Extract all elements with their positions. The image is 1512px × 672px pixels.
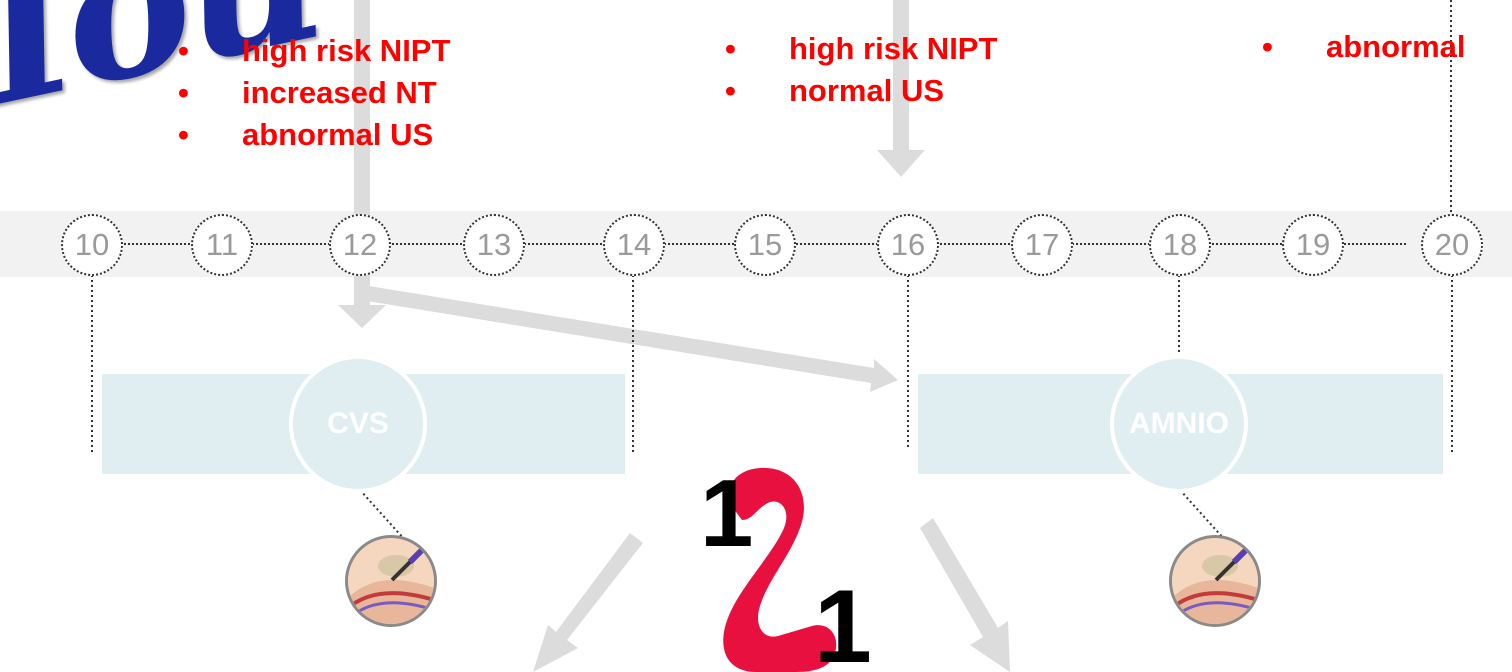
leader-amnio-illustration — [1179, 489, 1226, 541]
arrow-result-left — [533, 533, 643, 672]
bullet-icon: • — [725, 73, 736, 108]
week-circle-13: 13 — [463, 214, 525, 276]
amnio-procedure-circle: AMNIO — [1110, 355, 1248, 493]
week-circle-15: 15 — [734, 214, 796, 276]
list-item-text: high risk NIPT — [242, 33, 451, 68]
list-item-text: abnormal US — [242, 117, 434, 152]
bullet-icon: • — [178, 117, 189, 152]
list-item-text: abnormal — [1326, 29, 1466, 64]
arrow-result-right — [920, 518, 1010, 672]
amnio-late-indications-list: • abnormal — [1262, 26, 1466, 68]
week-circle-19: 19 — [1282, 214, 1344, 276]
bullet-icon: • — [1262, 29, 1273, 64]
amnio-early-indications-list: • high risk NIPT • normal US — [725, 28, 997, 112]
amnio-label: AMNIO — [1129, 407, 1229, 440]
bullet-icon: • — [178, 75, 189, 110]
list-item: • high risk NIPT — [725, 28, 997, 70]
result-mark-digit-1: 1 — [700, 460, 753, 567]
week-circle-20: 20 — [1421, 214, 1483, 276]
list-item-text: high risk NIPT — [789, 31, 998, 66]
leader-cvs-illustration — [359, 489, 406, 541]
result-mark-digit-hidden: 2 — [0, 0, 1, 1]
list-item-text: normal US — [789, 73, 945, 108]
list-item-text: increased NT — [242, 75, 437, 110]
arrow-cvs-head — [338, 305, 386, 328]
list-item: • abnormal — [1262, 26, 1466, 68]
arrow-amnio-early-shaft — [893, 0, 909, 150]
bullet-icon: • — [178, 33, 189, 68]
cvs-syringe-icon — [345, 535, 437, 627]
cvs-procedure-circle: CVS — [289, 355, 427, 493]
arrow-amnio-early-head — [877, 150, 925, 177]
week-circle-11: 11 — [191, 214, 253, 276]
list-item: • high risk NIPT — [178, 30, 450, 72]
week-circle-17: 17 — [1011, 214, 1073, 276]
syringe-illustration — [1172, 538, 1258, 624]
week-circle-16: 16 — [877, 214, 939, 276]
week-circle-12: 12 — [329, 214, 391, 276]
list-item: • normal US — [725, 70, 997, 112]
result-mark-2 — [723, 467, 837, 672]
cvs-label: CVS — [327, 407, 389, 440]
bullet-icon: • — [725, 31, 736, 66]
arrow-cvs-to-amnio — [367, 286, 898, 392]
week-circle-14: 14 — [603, 214, 665, 276]
result-mark-digit-2: 1 — [814, 569, 872, 672]
week-circle-18: 18 — [1149, 214, 1211, 276]
list-item: • increased NT — [178, 72, 450, 114]
syringe-illustration — [348, 538, 434, 624]
amnio-syringe-icon — [1169, 535, 1261, 627]
list-item: • abnormal US — [178, 114, 450, 156]
week-circle-10: 10 — [61, 214, 123, 276]
cvs-indications-list: • high risk NIPT • increased NT • abnormal … — [178, 30, 450, 156]
